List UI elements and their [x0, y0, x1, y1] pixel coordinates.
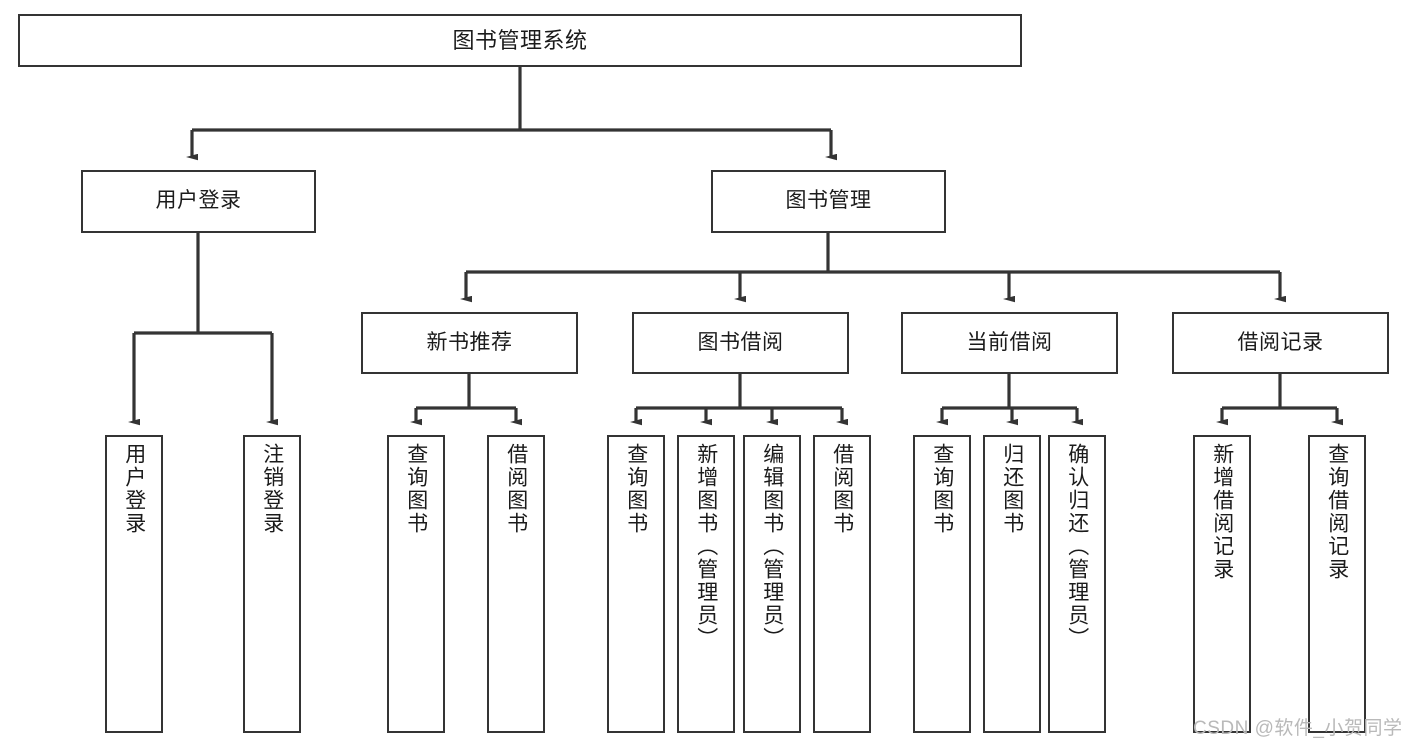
leaf-query-book-2[interactable]: 查询图书	[607, 435, 665, 733]
leaf-edit-book-label: 编辑图书（管理员）	[760, 443, 784, 650]
leaf-query-book-1[interactable]: 查询图书	[387, 435, 445, 733]
leaf-add-book[interactable]: 新增图书（管理员）	[677, 435, 735, 733]
leaf-confirm-return[interactable]: 确认归还（管理员）	[1048, 435, 1106, 733]
leaf-query-book-1-label: 查询图书	[404, 443, 428, 535]
csdn-watermark: CSDN @软件_小贺同学	[1193, 718, 1403, 739]
node-root-label: 图书管理系统	[452, 27, 588, 53]
leaf-query-record[interactable]: 查询借阅记录	[1308, 435, 1366, 733]
leaf-return-book[interactable]: 归还图书	[983, 435, 1041, 733]
node-root[interactable]: 图书管理系统	[18, 14, 1022, 67]
node-new-book-recommend[interactable]: 新书推荐	[361, 312, 578, 374]
leaf-add-record[interactable]: 新增借阅记录	[1193, 435, 1251, 733]
node-user-login-label: 用户登录	[155, 189, 242, 213]
node-book-manage-label: 图书管理	[785, 189, 872, 213]
leaf-user-logout-label: 注销登录	[260, 443, 284, 535]
node-book-manage[interactable]: 图书管理	[711, 170, 946, 233]
node-borrow-record[interactable]: 借阅记录	[1172, 312, 1389, 374]
leaf-user-login-label: 用户登录	[122, 443, 146, 535]
leaf-query-book-3-label: 查询图书	[930, 443, 954, 535]
leaf-borrow-book-1-label: 借阅图书	[504, 443, 528, 535]
node-book-borrow-label: 图书借阅	[697, 330, 784, 354]
node-current-borrow-label: 当前借阅	[966, 330, 1053, 354]
leaf-confirm-return-label: 确认归还（管理员）	[1065, 443, 1089, 650]
leaf-edit-book[interactable]: 编辑图书（管理员）	[743, 435, 801, 733]
leaf-add-book-label: 新增图书（管理员）	[694, 443, 718, 650]
leaf-borrow-book-1[interactable]: 借阅图书	[487, 435, 545, 733]
leaf-query-book-2-label: 查询图书	[624, 443, 648, 535]
leaf-user-login[interactable]: 用户登录	[105, 435, 163, 733]
node-user-login[interactable]: 用户登录	[81, 170, 316, 233]
leaf-query-book-3[interactable]: 查询图书	[913, 435, 971, 733]
node-borrow-record-label: 借阅记录	[1237, 330, 1324, 354]
leaf-borrow-book-2[interactable]: 借阅图书	[813, 435, 871, 733]
node-new-book-recommend-label: 新书推荐	[426, 330, 513, 354]
node-book-borrow[interactable]: 图书借阅	[632, 312, 849, 374]
leaf-user-logout[interactable]: 注销登录	[243, 435, 301, 733]
leaf-add-record-label: 新增借阅记录	[1210, 443, 1234, 581]
leaf-query-record-label: 查询借阅记录	[1325, 443, 1349, 581]
leaf-return-book-label: 归还图书	[1000, 443, 1024, 535]
node-current-borrow[interactable]: 当前借阅	[901, 312, 1118, 374]
leaf-borrow-book-2-label: 借阅图书	[830, 443, 854, 535]
